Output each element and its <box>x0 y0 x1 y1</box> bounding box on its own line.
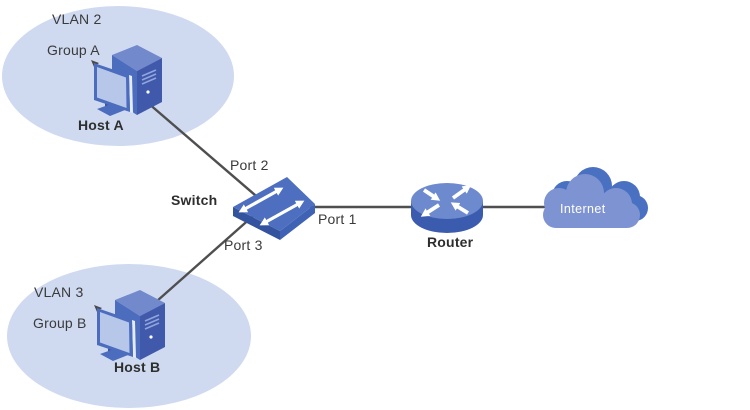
internet-cloud-icon <box>543 167 648 228</box>
router-arrow-icon <box>422 188 441 201</box>
router-arrow-icon <box>451 185 472 200</box>
port3-label: Port 3 <box>224 237 263 253</box>
host-a-label: Host A <box>78 117 124 133</box>
router-arrow-icon <box>420 203 441 217</box>
host-b-label: Host B <box>114 359 161 375</box>
wire-switch-hostb <box>156 215 254 302</box>
router-label: Router <box>427 234 474 250</box>
group-b-label: Group B <box>33 315 87 331</box>
switch-arrow-icon <box>238 187 284 213</box>
router-arrow-icon <box>450 202 469 215</box>
switch-label: Switch <box>171 192 218 208</box>
port1-label: Port 1 <box>318 211 357 227</box>
vlan3-label: VLAN 3 <box>34 284 84 300</box>
host-b-computer-icon <box>93 289 166 362</box>
router-icon <box>411 183 483 233</box>
group-a-label: Group A <box>47 42 100 58</box>
switch-arrow-icon <box>259 200 305 226</box>
wire-hosta-switch <box>147 102 263 202</box>
port2-label: Port 2 <box>230 157 269 173</box>
internet-label: Internet <box>560 202 606 216</box>
switch-icon <box>233 177 315 240</box>
vlan2-label: VLAN 2 <box>52 11 102 27</box>
